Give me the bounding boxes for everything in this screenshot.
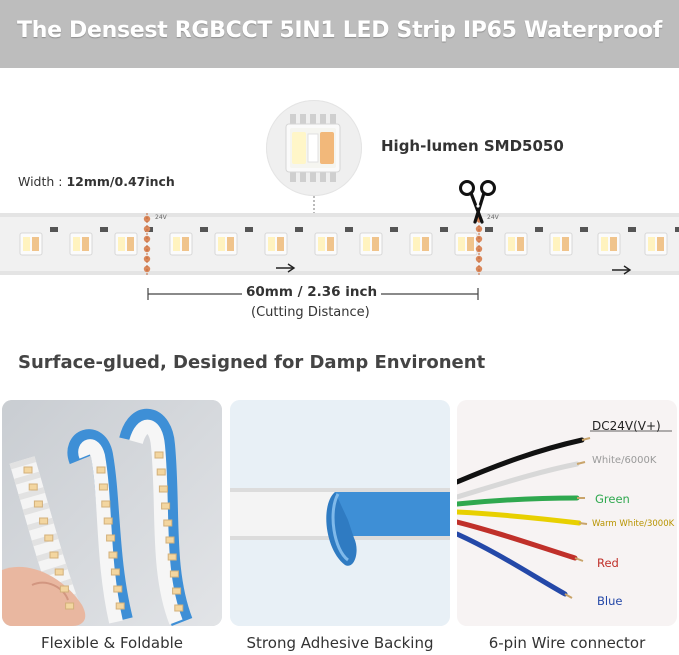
led-chip-row	[19, 227, 679, 256]
led-dot	[165, 536, 175, 544]
pad-voltage-right: 24V	[487, 214, 500, 221]
flexible-strip-illustration	[2, 400, 222, 626]
led-chip	[504, 227, 543, 256]
led-dot	[96, 466, 106, 474]
led-dot	[33, 500, 43, 508]
wire-label-green: Green	[595, 492, 630, 506]
led-dots	[23, 451, 184, 612]
led-chip	[549, 227, 588, 256]
led-dot	[54, 568, 64, 576]
led-dot	[59, 585, 69, 593]
led-dot	[172, 587, 182, 595]
led-chip	[19, 227, 58, 256]
cut-distance-note: (Cutting Distance)	[251, 305, 370, 320]
wire-yellow	[457, 509, 582, 526]
led-strip-image: 24V 24V	[0, 213, 679, 277]
led-chip	[409, 227, 448, 256]
caption-adhesive: Strong Adhesive Backing	[246, 634, 434, 652]
direction-arrow-2	[612, 265, 632, 275]
wire-green	[457, 495, 580, 507]
wire-connector-illustration	[457, 400, 677, 626]
led-dot	[110, 568, 120, 576]
width-value: 12mm/0.47inch	[66, 174, 175, 189]
caption-wire: 6-pin Wire connector	[488, 634, 646, 652]
led-dot	[163, 519, 173, 527]
direction-arrow-1	[276, 263, 296, 273]
cut-distance-value: 60mm / 2.36 inch	[242, 284, 382, 300]
wire-connector-panel: DC24V(V+) White/6000K Green Warm White/3…	[457, 400, 677, 626]
wire-red	[457, 519, 578, 561]
width-label: Width : 12mm/0.47inch	[18, 174, 175, 189]
led-dot	[113, 585, 123, 593]
led-dot	[65, 602, 75, 610]
adhesive-panel	[230, 400, 450, 626]
width-prefix: Width :	[18, 174, 67, 189]
led-dot	[101, 500, 111, 508]
led-chip	[644, 227, 679, 256]
led-dot	[44, 534, 54, 542]
led-chip	[214, 227, 253, 256]
wire-blue	[457, 531, 568, 597]
scissors-icon	[459, 180, 496, 224]
led-chip	[169, 227, 208, 256]
chip-label: High-lumen SMD5050	[381, 137, 564, 155]
title-banner: The Densest RGBCCT 5IN1 LED Strip IP65 W…	[0, 0, 679, 68]
led-dot	[39, 517, 49, 525]
banner-title: The Densest RGBCCT 5IN1 LED Strip IP65 W…	[17, 18, 662, 43]
cut-pad-left	[143, 213, 151, 277]
adhesive-backing-illustration	[230, 400, 450, 626]
led-dot	[174, 604, 184, 612]
caption-flexible: Flexible & Foldable	[40, 634, 184, 652]
cut-pad-right	[475, 213, 483, 277]
smd5050-chip-icon	[285, 114, 341, 182]
led-dot	[158, 485, 168, 493]
led-chip	[454, 227, 493, 256]
pad-voltage-left: 24V	[155, 214, 168, 221]
led-dot	[28, 483, 38, 491]
led-dot	[103, 517, 113, 525]
led-chip	[597, 227, 636, 256]
led-chip	[264, 227, 303, 256]
wire-label-red: Red	[597, 556, 619, 570]
wire-label-white: White/6000K	[592, 455, 657, 466]
wire-black	[457, 437, 585, 485]
led-dot	[98, 483, 108, 491]
led-chip	[314, 227, 353, 256]
led-dot	[23, 466, 33, 474]
led-dot	[108, 551, 118, 559]
led-dot	[106, 534, 116, 542]
wire-label-warm-white: Warm White/3000K	[592, 519, 675, 529]
led-chip	[69, 227, 108, 256]
chip-pointer-line	[313, 196, 315, 214]
led-dot	[169, 570, 179, 578]
led-dot	[156, 468, 166, 476]
led-chip	[359, 227, 398, 256]
wire-label-dc24v: DC24V(V+)	[592, 419, 661, 433]
led-dot	[161, 502, 171, 510]
led-dot	[115, 602, 125, 610]
led-dot	[167, 553, 177, 561]
led-dot	[154, 451, 164, 459]
flexible-panel	[2, 400, 222, 626]
wire-white	[457, 461, 580, 500]
led-dot	[49, 551, 59, 559]
chip-zoom-circle	[266, 100, 362, 196]
wire-label-blue: Blue	[597, 594, 623, 608]
section-title: Surface-glued, Designed for Damp Environ…	[18, 352, 486, 373]
